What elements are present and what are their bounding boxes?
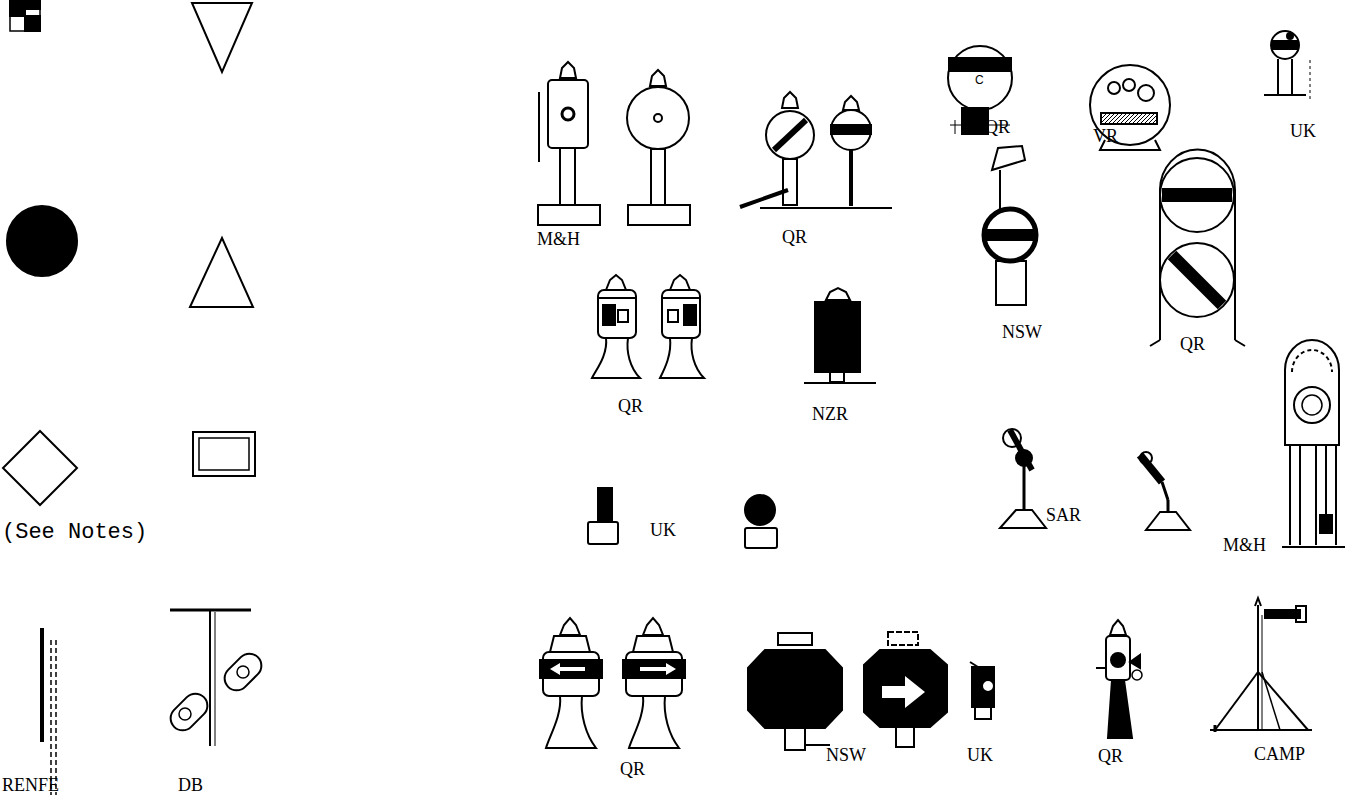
qr-arrow-lamp-pair	[540, 618, 685, 748]
checker-symbol	[10, 1, 40, 31]
railway-label: QR	[782, 228, 807, 246]
sar-arm-signal	[1000, 429, 1046, 528]
sar-arm-signal	[1140, 452, 1190, 530]
qr-lamp-arm	[1096, 620, 1142, 738]
mh-disc-lamp	[627, 70, 690, 225]
qr-lamp-lever	[740, 92, 892, 208]
railway-label: RENFE	[2, 776, 59, 794]
railway-label: NZR	[812, 405, 848, 423]
double-rectangle	[193, 432, 255, 476]
railway-label: DB	[178, 776, 203, 794]
db-post	[166, 610, 267, 746]
railway-label: NSW	[1002, 323, 1042, 341]
railway-label: SAR	[1046, 506, 1081, 524]
railway-label: VR	[1093, 127, 1118, 145]
uk-ground-signal	[1264, 31, 1310, 100]
nsw-disc-signal	[984, 146, 1036, 305]
railway-label: M&H	[1223, 536, 1266, 554]
railway-label: QR	[1098, 747, 1123, 765]
railway-label: QR	[620, 760, 645, 778]
railway-label: NSW	[826, 746, 866, 764]
railway-label: QR	[985, 118, 1010, 136]
railway-label: CAMP	[1254, 745, 1305, 763]
railway-label: UK	[967, 746, 993, 764]
vr-signal	[1090, 65, 1170, 150]
uk-post-signal	[588, 488, 618, 544]
triangle	[190, 238, 253, 307]
camp-semaphore	[1210, 598, 1312, 732]
uk-box-signal	[970, 662, 994, 719]
diamond	[3, 431, 77, 505]
qr-lamp-pair	[592, 275, 704, 378]
arrow-box-signal	[864, 632, 947, 747]
nsw-octagon-signal	[748, 633, 842, 750]
renfe-post	[42, 628, 56, 795]
qr-disc-lamp	[831, 96, 871, 206]
nzr-lamp	[804, 288, 876, 383]
railway-label: UK	[650, 521, 676, 539]
railway-label: QR	[618, 397, 643, 415]
note-label: (See Notes)	[2, 522, 147, 544]
qr-double-disc	[1150, 149, 1245, 346]
disc-letter: C	[975, 74, 984, 86]
inverted-triangle	[192, 3, 252, 72]
railway-label: QR	[1180, 335, 1205, 353]
mh-lamp	[538, 62, 600, 225]
railway-label: UK	[1290, 122, 1316, 140]
filled-circle	[7, 206, 77, 276]
mh-tall-signal	[1282, 340, 1345, 547]
railway-label: M&H	[537, 230, 580, 248]
ball-signal	[745, 495, 777, 548]
